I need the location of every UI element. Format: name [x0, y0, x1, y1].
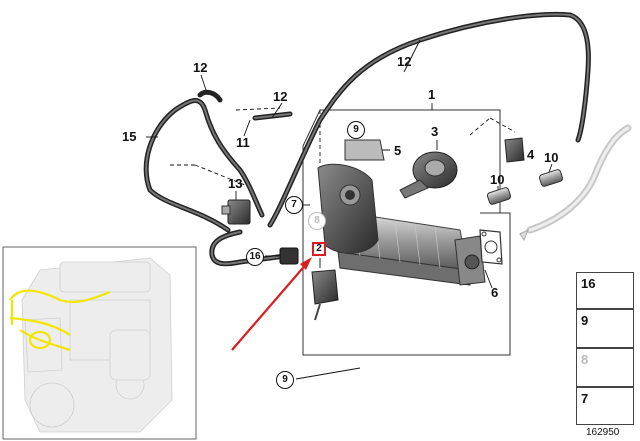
red-pointer — [231, 261, 309, 351]
callout-7: 7 — [285, 196, 303, 214]
egr-valve — [399, 151, 458, 199]
gasket — [479, 229, 503, 265]
callout-16: 16 — [246, 248, 264, 266]
sidebar-label: 16 — [581, 276, 596, 291]
callout-9-bottom: 9 — [276, 371, 294, 389]
callout-12-top-left: 12 — [193, 60, 208, 75]
sleeves — [486, 169, 564, 205]
callout-5: 5 — [394, 143, 402, 158]
callout-4: 4 — [527, 147, 535, 162]
callout-10-left: 10 — [490, 172, 505, 187]
callout-3: 3 — [431, 124, 439, 139]
callout-9-top: 9 — [347, 121, 365, 139]
callout-2-highlighted: 2 — [312, 242, 326, 256]
sidebar-label: 9 — [581, 313, 589, 328]
bracket — [344, 139, 385, 161]
sensor — [504, 137, 525, 163]
callout-12-top-right: 12 — [397, 54, 412, 69]
sidebar-item-8: 8 — [576, 348, 634, 387]
callout-11: 11 — [236, 135, 250, 150]
callout-13: 13 — [228, 176, 243, 191]
callout-6: 6 — [491, 285, 499, 300]
sidebar-item-9: 9 — [576, 309, 634, 348]
egr-highlight — [9, 289, 111, 352]
callout-15: 15 — [122, 129, 137, 144]
callout-1: 1 — [428, 87, 436, 102]
sidebar-item-16: 16 — [576, 272, 634, 309]
callout-8: 8 — [308, 212, 326, 230]
sidebar-label: 8 — [581, 352, 589, 367]
catalog-number: 162950 — [586, 427, 620, 438]
sidebar-item-7: 7 — [576, 387, 634, 425]
actuator — [311, 269, 339, 321]
vacuum-valve — [221, 199, 251, 225]
connector — [279, 247, 299, 265]
egr-cooler — [317, 163, 486, 286]
light-pipe — [526, 124, 632, 234]
callout-12-mid: 12 — [273, 89, 288, 104]
callout-10-right: 10 — [544, 150, 559, 165]
sidebar-label: 7 — [581, 391, 589, 406]
engine-inset — [2, 246, 197, 440]
